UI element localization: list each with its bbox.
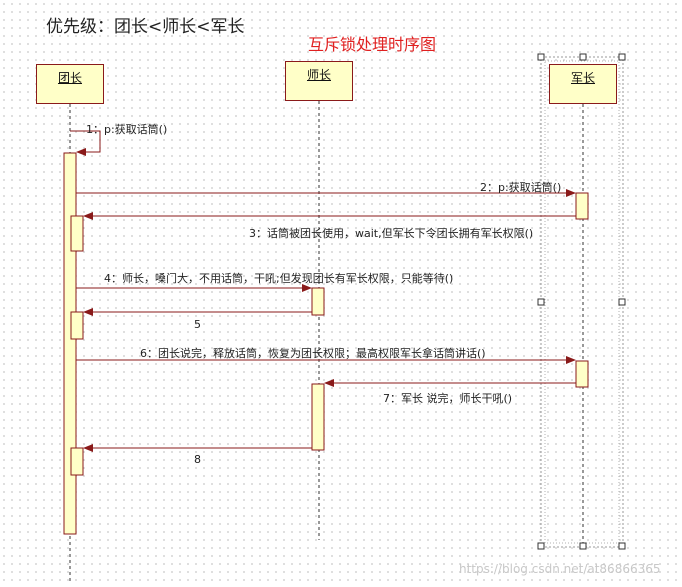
activation-tuanzhang-main[interactable] <box>63 152 77 535</box>
message-2-label: 2：p:获取话筒() <box>480 181 562 194</box>
priority-note: 优先级：团长<师长<军长 <box>46 17 245 37</box>
lifeline-tuanzhang-label: 团长 <box>57 71 82 85</box>
message-1-label: 1：p:获取话筒() <box>86 123 168 136</box>
lifeline-tuanzhang[interactable]: 团长 <box>36 64 104 104</box>
activation-shizhang-1[interactable] <box>311 287 325 316</box>
message-3-label: 3：话筒被团长使用，wait,但军长下令团长拥有军长权限() <box>249 227 534 240</box>
activation-junzhang-1[interactable] <box>575 192 589 220</box>
lifeline-junzhang[interactable]: 军长 <box>549 64 617 104</box>
junzhang-selection-frame[interactable] <box>537 53 626 550</box>
lifeline-shizhang-label: 师长 <box>306 68 331 82</box>
activation-tuanzhang-2[interactable] <box>70 215 84 252</box>
lifeline-junzhang-label: 军长 <box>570 71 595 85</box>
activation-shizhang-2[interactable] <box>311 383 325 451</box>
message-5-label: 5 <box>194 318 201 331</box>
watermark: https://blog.csdn.net/at86866365 <box>459 562 661 576</box>
activation-tuanzhang-4[interactable] <box>70 447 84 476</box>
message-7-label: 7：军长 说完，师长干吼() <box>383 392 513 405</box>
activation-tuanzhang-3[interactable] <box>70 311 84 340</box>
message-8-label: 8 <box>194 453 201 466</box>
lifeline-shizhang[interactable]: 师长 <box>285 61 353 101</box>
message-6-label: 6：团长说完，释放话筒，恢复为团长权限；最高权限军长拿话筒讲话() <box>140 347 486 360</box>
diagram-title: 互斥锁处理时序图 <box>308 35 437 54</box>
activation-junzhang-2[interactable] <box>575 360 589 388</box>
message-4-label: 4：师长，嗓门大，不用话筒，干吼;但发现团长有军长权限，只能等待() <box>104 272 454 285</box>
